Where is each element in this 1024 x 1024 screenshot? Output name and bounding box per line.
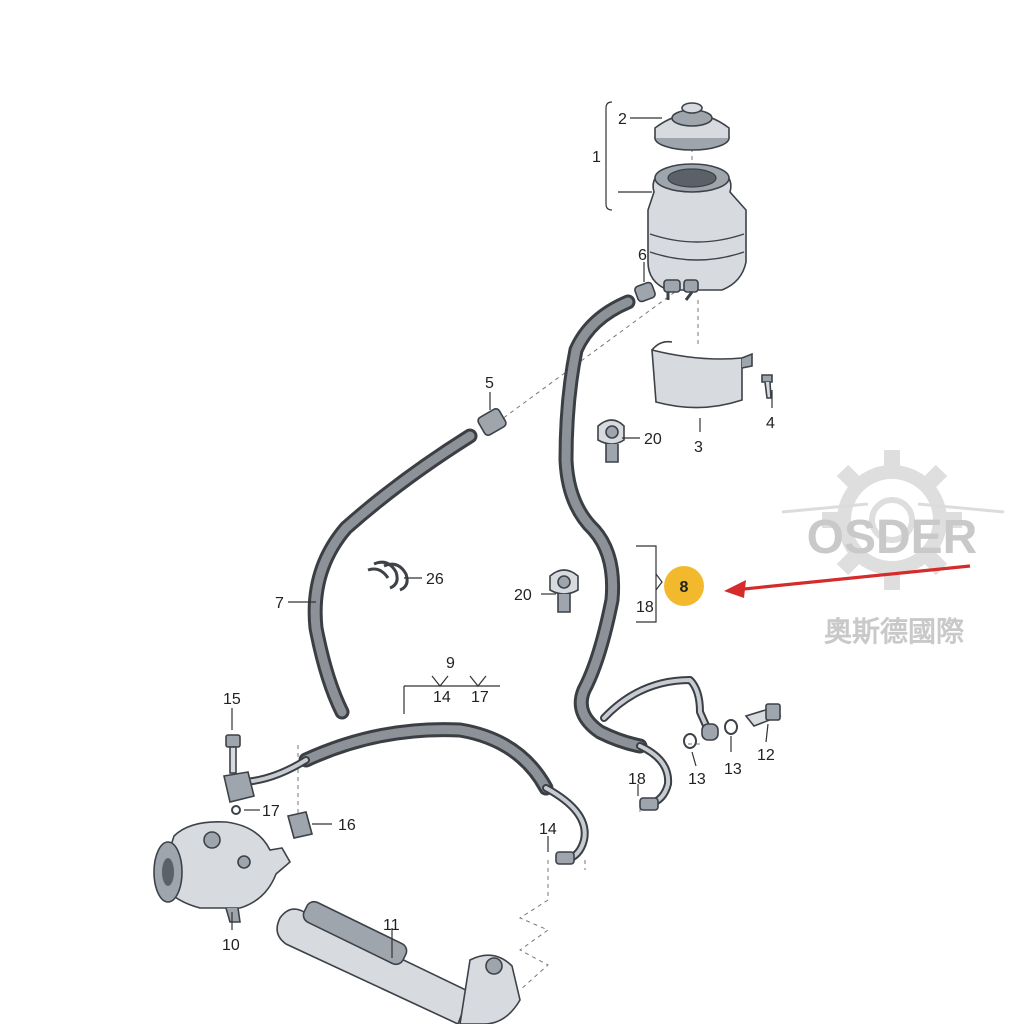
assembly-lines — [297, 148, 700, 991]
hose-clip-20-upper — [597, 419, 625, 463]
callout-5: 5 — [485, 375, 494, 392]
callout-2: 2 — [618, 111, 627, 128]
watermark-brand: OSDER — [807, 511, 978, 564]
highlight-badge — [664, 566, 704, 606]
banjo-bolt-12 — [744, 703, 782, 727]
callout-16: 16 — [338, 817, 356, 834]
callout-10: 10 — [222, 937, 240, 954]
hose-clamp-5 — [477, 408, 507, 436]
red-arrow-icon — [733, 564, 971, 592]
highlighted-callout: 8 — [664, 564, 971, 606]
gear-icon — [822, 450, 962, 590]
bolt-4 — [761, 374, 773, 399]
callout-18-bracket: 18 — [636, 599, 654, 616]
callout-1: 1 — [592, 149, 601, 166]
callout-4: 4 — [766, 415, 775, 432]
callout-20-upper: 20 — [644, 431, 662, 448]
callout-20-lower: 20 — [514, 587, 532, 604]
power-steering-pump — [153, 820, 292, 923]
hose-clamps-26 — [367, 560, 409, 592]
hose-clamp-6 — [634, 281, 656, 303]
return-hose — [558, 294, 648, 754]
pump-fitting — [223, 771, 255, 815]
hose-clip-20-lower — [549, 569, 579, 613]
callout-8: 8 — [680, 579, 689, 596]
pressure-line — [240, 722, 589, 864]
callout-18: 18 — [628, 771, 646, 788]
callout-13-right: 13 — [724, 761, 742, 778]
callout-7: 7 — [275, 595, 284, 612]
callout-17-bracket: 17 — [471, 689, 489, 706]
callout-3: 3 — [694, 439, 703, 456]
reservoir-cap — [654, 102, 730, 151]
callout-11: 11 — [383, 917, 400, 934]
callout-17: 17 — [262, 803, 280, 820]
callout-13-left: 13 — [688, 771, 706, 788]
supply-hose — [307, 428, 478, 720]
o-rings-13 — [683, 719, 738, 749]
fluid-reservoir — [647, 163, 747, 301]
reservoir-bracket — [651, 340, 753, 409]
metal-return-pipes — [555, 676, 719, 865]
callout-12: 12 — [757, 747, 775, 764]
callout-15: 15 — [223, 691, 241, 708]
watermark: OSDER 奧斯德國際 — [781, 450, 1005, 648]
watermark-subtitle: 奧斯德國際 — [824, 615, 964, 648]
adapter-16 — [287, 811, 313, 839]
callout-labels: 1 2 3 4 5 6 7 18 9 14 17 10 11 12 13 13 … — [222, 111, 775, 954]
callout-9: 9 — [446, 655, 455, 672]
callout-leaders — [231, 101, 773, 958]
callout-14: 14 — [539, 821, 557, 838]
callout-26: 26 — [426, 571, 444, 588]
callout-14-bracket: 14 — [433, 689, 451, 706]
steering-rack — [276, 900, 521, 1024]
callout-6: 6 — [638, 247, 647, 264]
bolt-15 — [225, 734, 241, 774]
